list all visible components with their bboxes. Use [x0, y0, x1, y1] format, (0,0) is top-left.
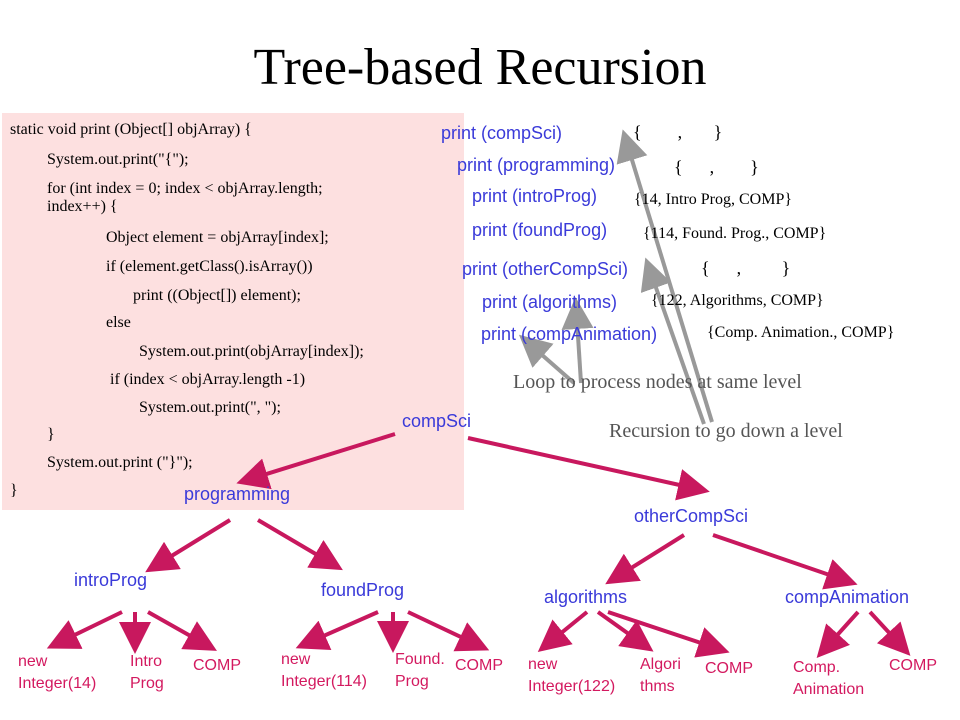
edge-programming-foundprog	[256, 518, 343, 571]
trace-compsci: print (compSci)	[441, 123, 563, 143]
leaf-comp-animation: Comp. Animation	[793, 659, 865, 698]
code-line: if (element.getClass().isArray())	[106, 258, 313, 275]
edge-introprog-leaf1	[46, 610, 123, 649]
edge-compsci-programming	[236, 432, 396, 490]
leaf-new-integer-114: new Integer(114)	[281, 651, 367, 690]
trace-programming: print (programming)	[457, 155, 616, 175]
trace-othercompsci: print (otherCompSci)	[462, 259, 629, 279]
edge-compsci-othercompsci	[467, 436, 710, 501]
trace-foundprog: print (foundProg)	[472, 220, 608, 240]
loop-arrow-1	[561, 297, 594, 384]
code-line: static void print (Object[] objArray) {	[10, 121, 252, 138]
code-line: print ((Object[]) element);	[133, 287, 301, 304]
code-line: System.out.print ("}");	[47, 454, 193, 471]
code-line: System.out.print(", ");	[139, 399, 281, 416]
node-foundprog: foundProg	[321, 580, 405, 600]
edge-companimation-leaf1	[816, 610, 860, 658]
leaf-comp-algo: COMP	[705, 660, 753, 677]
value-foundprog: {114, Found. Prog., COMP}	[643, 225, 827, 242]
note-recursion: Recursion to go down a level	[609, 420, 843, 442]
leaf-algorithms: Algori thms	[640, 656, 681, 695]
slide-title: Tree-based Recursion	[253, 39, 707, 96]
code-line: for (int index = 0; index < objArray.len…	[47, 180, 323, 197]
edge-foundprog-leaf1	[295, 610, 379, 650]
edge-programming-introprog	[145, 518, 232, 573]
code-line: System.out.print(objArray[index]);	[139, 343, 364, 360]
code-line: index++) {	[47, 198, 118, 215]
code-line: Object element = objArray[index];	[106, 229, 329, 246]
code-line: if (index < objArray.length -1)	[110, 371, 306, 388]
edge-companimation-leaf2	[868, 610, 911, 656]
code-line: }	[47, 426, 55, 443]
leaf-new-integer-122: new Integer(122)	[528, 656, 616, 695]
value-companimation: {Comp. Animation., COMP}	[707, 324, 895, 341]
code-line: System.out.print("{");	[47, 151, 189, 168]
edge-algorithms-leaf3	[607, 610, 730, 658]
leaf-comp-intro: COMP	[193, 657, 241, 674]
trace-algorithms: print (algorithms)	[482, 292, 618, 312]
node-companimation: compAnimation	[785, 587, 910, 607]
leaf-found-prog: Found. Prog	[395, 651, 445, 690]
node-othercompsci: otherCompSci	[634, 506, 749, 526]
value-introprog: {14, Intro Prog, COMP}	[634, 191, 793, 208]
trace-companimation: print (compAnimation)	[481, 324, 658, 344]
edge-foundprog-leaf3	[407, 610, 490, 652]
leaf-comp-anim: COMP	[889, 657, 937, 674]
note-loop: Loop to process nodes at same level	[513, 371, 802, 393]
edge-introprog-leaf3	[147, 610, 217, 651]
edge-algorithms-leaf1	[537, 610, 589, 653]
braces-programming: { , }	[674, 157, 759, 177]
braces-compsci: { , }	[633, 122, 723, 142]
leaf-intro-prog: Intro Prog	[130, 653, 164, 692]
node-compsci: compSci	[402, 411, 472, 431]
braces-othercompsci: { , }	[701, 258, 791, 278]
recursion-arrow-2	[640, 257, 706, 425]
node-introprog: introProg	[74, 570, 148, 590]
code-panel	[2, 113, 464, 510]
node-programming: programming	[184, 484, 291, 504]
edge-othercompsci-companimation	[712, 533, 858, 590]
code-line: }	[10, 482, 18, 499]
leaf-new-integer-14: new Integer(14)	[18, 653, 97, 692]
edge-othercompsci-algorithms	[605, 533, 686, 585]
node-algorithms: algorithms	[544, 587, 628, 607]
code-line: else	[106, 314, 131, 331]
leaf-comp-found: COMP	[455, 657, 503, 674]
loop-arrow-2	[518, 334, 576, 385]
value-algorithms: {122, Algorithms, COMP}	[651, 292, 824, 309]
trace-introprog: print (introProg)	[472, 186, 598, 206]
edge-algorithms-leaf2	[596, 610, 654, 652]
